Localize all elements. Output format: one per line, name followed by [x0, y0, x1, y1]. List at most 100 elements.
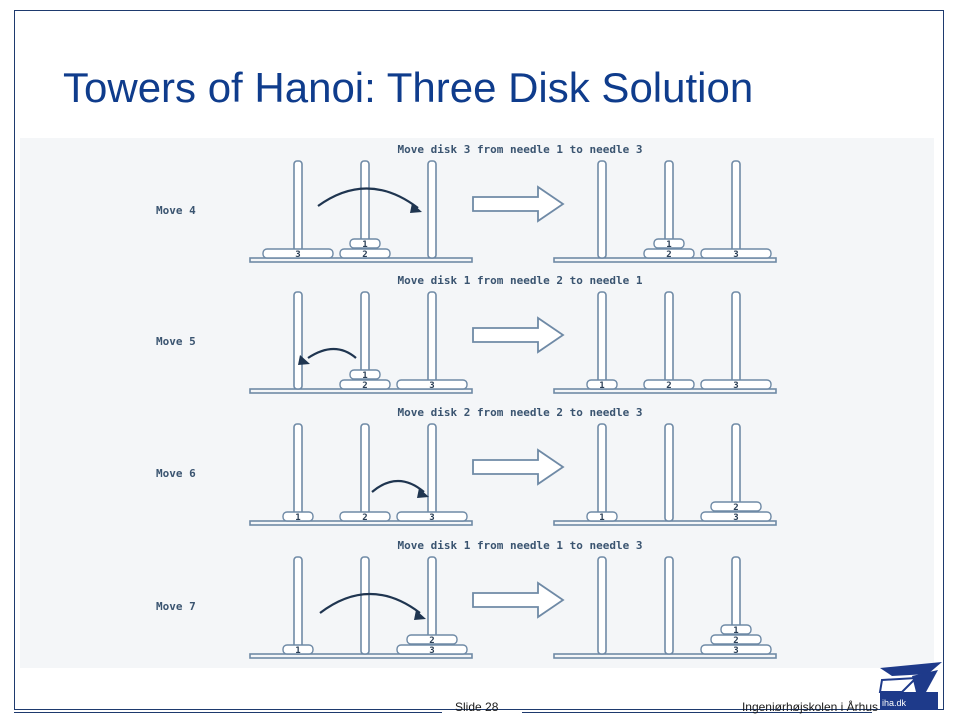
disk-label: 2 — [362, 381, 367, 391]
needle — [597, 556, 607, 655]
disk — [653, 238, 685, 249]
disk-label: 1 — [666, 240, 671, 250]
disk-label: 1 — [362, 371, 367, 381]
disk-label: 3 — [295, 250, 300, 260]
diagram-panel — [20, 138, 934, 668]
move-caption: Move disk 1 from needle 1 to needle 3 — [397, 539, 642, 552]
move-caption: Move disk 1 from needle 2 to needle 1 — [397, 274, 642, 287]
disk — [396, 644, 468, 655]
disk-label: 1 — [295, 513, 300, 523]
move-arrow — [371, 479, 425, 493]
disk — [339, 248, 391, 259]
disk-label: 1 — [295, 646, 300, 656]
disk — [720, 624, 752, 635]
move-arrow — [307, 347, 357, 359]
disk — [700, 644, 772, 655]
disk-label: 2 — [666, 250, 671, 260]
disk-label: 3 — [429, 513, 434, 523]
school-name: Ingeniørhøjskolen i Århus — [741, 700, 878, 714]
disk — [262, 248, 334, 259]
disk — [643, 379, 695, 390]
disk-label: 1 — [599, 381, 604, 391]
tower-base — [553, 520, 777, 526]
tower-base — [249, 653, 473, 659]
disk — [710, 634, 762, 645]
disk — [282, 511, 314, 522]
move-row: Move disk 2 from needle 2 to needle 3 Mov… — [156, 406, 777, 526]
disk-label: 2 — [666, 381, 671, 391]
move-arrow — [319, 593, 421, 614]
disk-label: 3 — [733, 513, 738, 523]
tower-base — [553, 653, 777, 659]
needle — [597, 160, 607, 259]
needle — [293, 423, 303, 522]
disk — [339, 379, 391, 390]
move-row: Move disk 3 from needle 1 to needle 3 Mov… — [156, 143, 777, 263]
disk-label: 3 — [429, 381, 434, 391]
disk — [586, 511, 618, 522]
disk-label: 1 — [599, 513, 604, 523]
needle — [293, 556, 303, 655]
disk — [349, 369, 381, 380]
needle — [731, 291, 741, 390]
needle — [664, 556, 674, 655]
disk-label: 2 — [362, 513, 367, 523]
transition-arrow — [472, 448, 565, 486]
disk-label: 2 — [429, 636, 434, 646]
needle — [293, 291, 303, 390]
slide-number: Slide 28 — [455, 700, 499, 714]
slide-title: Towers of Hanoi: Three Disk Solution — [63, 64, 754, 111]
school-logo — [878, 662, 942, 710]
slide-frame — [14, 10, 944, 710]
move-row: Move disk 1 from needle 1 to needle 3 Mov… — [156, 539, 777, 659]
disk-label: 2 — [362, 250, 367, 260]
move-label: Move 5 — [156, 335, 196, 348]
disk-label: 3 — [733, 381, 738, 391]
needle — [731, 160, 741, 259]
move-label: Move 4 — [156, 204, 196, 217]
move-arrow — [317, 187, 419, 209]
arrow-head — [410, 203, 422, 213]
disk-label: 1 — [362, 240, 367, 250]
needle — [427, 291, 437, 390]
disk — [710, 501, 762, 512]
needle — [664, 291, 674, 390]
needle — [293, 160, 303, 259]
disk — [282, 644, 314, 655]
transition-arrow — [472, 316, 565, 354]
disk-label: 3 — [733, 250, 738, 260]
disk-label: 1 — [733, 626, 738, 636]
arrow-head — [298, 355, 310, 365]
needle — [597, 291, 607, 390]
arrow-head — [414, 610, 426, 620]
footer-line-left — [14, 712, 442, 713]
disk — [586, 379, 618, 390]
move-caption: Move disk 2 from needle 2 to needle 3 — [397, 406, 642, 419]
move-caption: Move disk 3 from needle 1 to needle 3 — [397, 143, 642, 156]
disk — [700, 379, 772, 390]
disk — [396, 511, 468, 522]
move-label: Move 6 — [156, 467, 196, 480]
needle — [597, 423, 607, 522]
disk — [406, 634, 458, 645]
arrow-head — [417, 488, 429, 498]
needle — [427, 160, 437, 259]
transition-arrow — [472, 185, 565, 223]
move-label: Move 7 — [156, 600, 196, 613]
disk-label: 3 — [429, 646, 434, 656]
disk — [396, 379, 468, 390]
disk — [700, 248, 772, 259]
needle — [427, 423, 437, 522]
disk — [700, 511, 772, 522]
logo-text: iha.dk — [882, 698, 907, 708]
disk-label: 2 — [733, 636, 738, 646]
footer-line-right — [522, 712, 872, 713]
needle — [664, 423, 674, 522]
disk-label: 3 — [733, 646, 738, 656]
disk — [349, 238, 381, 249]
needle — [360, 423, 370, 522]
needle — [360, 556, 370, 655]
disk-label: 2 — [733, 503, 738, 513]
transition-arrow — [472, 581, 565, 619]
